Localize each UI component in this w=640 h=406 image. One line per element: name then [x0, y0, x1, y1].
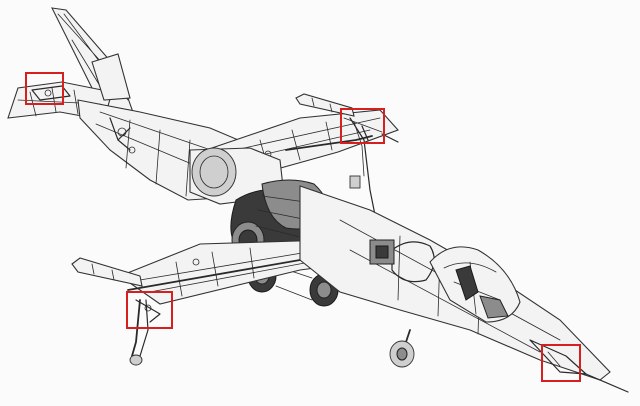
highlight-boxes — [25, 72, 581, 382]
nose-gear — [389, 329, 415, 368]
tailplane-tip-probe — [31, 85, 71, 101]
nose-cone — [529, 339, 629, 393]
right-wing-outrigger-highlight — [340, 108, 385, 144]
right-tip-pod — [295, 93, 355, 117]
right-outrigger — [343, 117, 383, 221]
cockpit-canopy — [429, 246, 521, 323]
left-outrigger-leg — [129, 299, 161, 366]
left-wing-outrigger-highlight — [126, 291, 173, 329]
left-tip-pod — [71, 257, 143, 287]
nose-sensor-highlight — [541, 344, 581, 382]
right-tailplane — [91, 53, 131, 101]
tailplane-tip-highlight — [25, 72, 64, 105]
